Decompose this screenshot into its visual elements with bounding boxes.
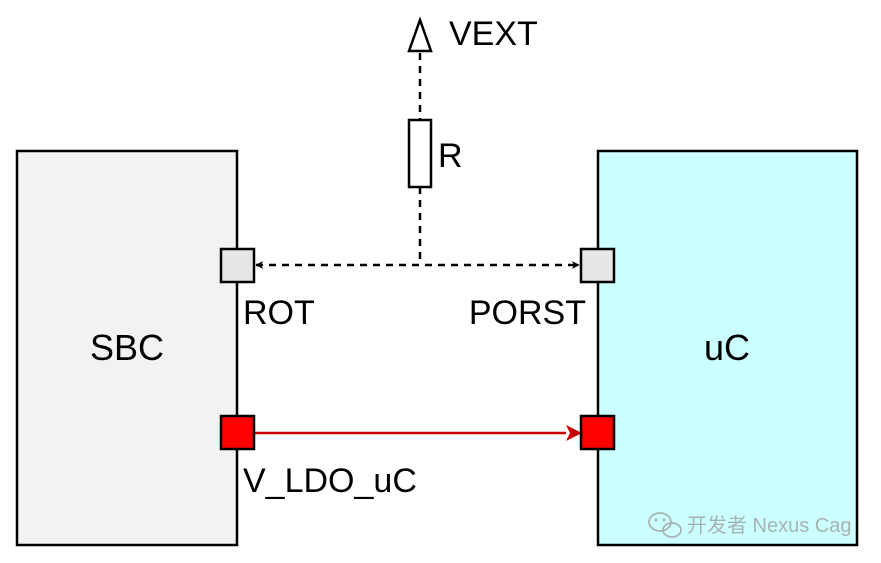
vldo-input-pin (579, 414, 616, 451)
watermark-text: 开发者 Nexus Cag (687, 514, 852, 537)
resistor-label: R (438, 137, 463, 175)
uc-label: uC (704, 327, 750, 368)
vldo-output-pin (219, 414, 256, 451)
uc-block (596, 149, 859, 547)
pullup-resistor (407, 118, 433, 189)
sbc-label: SBC (90, 327, 164, 368)
vldo-label: V_LDO_uC (243, 462, 417, 500)
vext-label: VEXT (449, 15, 538, 53)
rot-label: ROT (243, 294, 315, 332)
vext-supply-icon (407, 16, 433, 53)
vldo-arrowhead (566, 425, 582, 441)
porst-label: PORST (469, 294, 586, 332)
rot-pin (219, 247, 256, 284)
wechat-icon (648, 512, 682, 538)
sbc-block (15, 149, 239, 547)
porst-pin (579, 247, 616, 284)
watermark: 开发者 Nexus Cag (648, 512, 852, 538)
